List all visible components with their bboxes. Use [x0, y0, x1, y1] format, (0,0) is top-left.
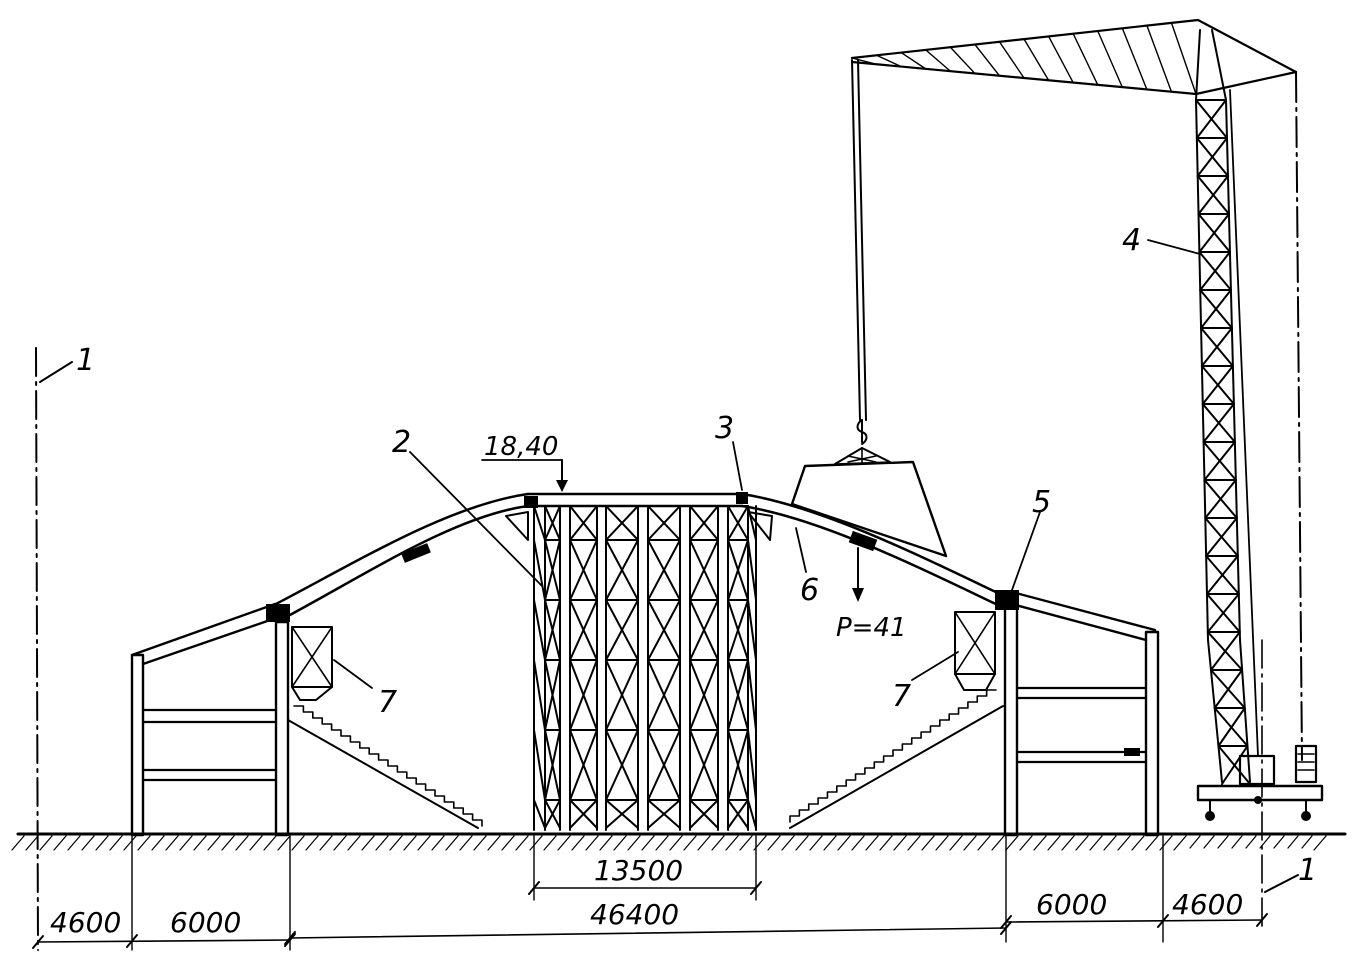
dim-13500: 13500	[594, 854, 683, 887]
load-label: P=41	[836, 613, 907, 643]
node-5	[995, 590, 1019, 610]
left-side-frame	[130, 602, 290, 837]
central-scaffold-tower	[533, 505, 757, 831]
ground	[11, 832, 1347, 851]
label-6: 6	[800, 573, 819, 608]
label-4: 4	[1122, 223, 1141, 258]
crawler-crane	[850, 18, 1324, 821]
left-tribune	[287, 626, 483, 829]
left-roof-node	[266, 604, 290, 622]
label-axis-1-right: 1	[1298, 853, 1317, 888]
dimension-lines	[32, 835, 1268, 951]
dim-6000-right: 6000	[1036, 888, 1107, 921]
label-7-left: 7	[378, 685, 397, 720]
label-7-right: 7	[892, 679, 911, 714]
right-tribune	[789, 611, 1004, 829]
dim-6000-left: 6000	[170, 906, 241, 939]
label-2: 2	[392, 425, 411, 460]
dim-46400: 46400	[590, 898, 679, 931]
right-side-frame	[995, 590, 1160, 837]
dim-4600-right: 4600	[1172, 888, 1243, 921]
label-3: 3	[715, 411, 734, 446]
elevation-label: 18,40	[484, 432, 558, 462]
load-arrow	[852, 547, 864, 602]
label-5: 5	[1032, 485, 1051, 520]
lifted-truss-segment	[790, 419, 948, 558]
leader-lines	[333, 239, 1201, 689]
label-axis-1-left: 1	[76, 343, 95, 378]
axis-line-left	[35, 347, 73, 951]
dim-4600-left: 4600	[50, 906, 121, 939]
